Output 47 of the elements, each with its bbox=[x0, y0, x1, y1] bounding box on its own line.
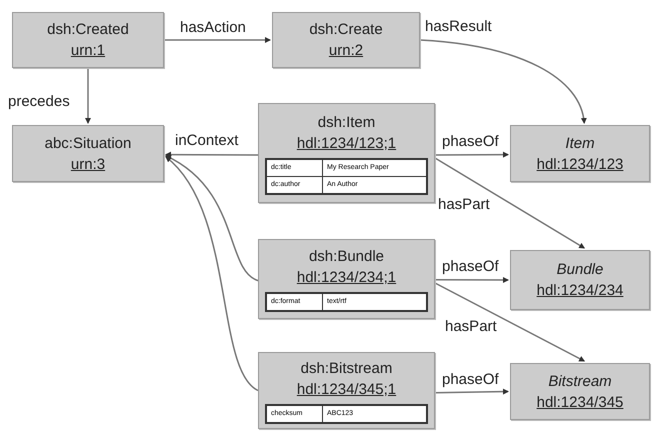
entity-identifier: urn:3 bbox=[70, 154, 106, 174]
entity-box bbox=[510, 125, 650, 182]
entity-type: dsh:Create bbox=[309, 20, 383, 40]
edge-label: hasAction bbox=[180, 19, 246, 37]
entity-box bbox=[12, 125, 164, 182]
edge-label: hasPart bbox=[438, 196, 490, 214]
relation-arrow bbox=[434, 388, 509, 395]
entity-type: Bundle bbox=[556, 260, 604, 280]
edge-label: hasPart bbox=[445, 318, 497, 336]
entity-identifier: hdl:1234/123 bbox=[536, 154, 624, 174]
entity-type: abc:Situation bbox=[44, 134, 132, 154]
relation-arrow bbox=[435, 152, 509, 158]
entity-type: dsh:Bitstream bbox=[300, 358, 392, 378]
entity-type: dsh:Bundle bbox=[308, 247, 384, 267]
entity-identifier: urn:1 bbox=[70, 41, 106, 61]
entity-identifier: hdl:1234/234 bbox=[536, 281, 624, 301]
edge-label: hasResult bbox=[425, 18, 492, 36]
entity-box bbox=[12, 12, 164, 68]
entity-identifier: hdl:1234/123;1 bbox=[296, 134, 396, 154]
entity-box bbox=[258, 103, 435, 203]
entity-type: dsh:Created bbox=[47, 20, 129, 40]
entity-box bbox=[258, 352, 435, 429]
entity-identifier: hdl:1234/345;1 bbox=[296, 380, 396, 400]
relation-arrow bbox=[85, 68, 91, 124]
edge-label: inContext bbox=[175, 132, 238, 150]
entity-box bbox=[510, 363, 650, 420]
entity-box bbox=[258, 239, 435, 319]
relation-arrow bbox=[165, 152, 258, 158]
relation-arrow bbox=[420, 39, 586, 124]
entity-identifier: hdl:1234/234;1 bbox=[296, 268, 396, 288]
edge-label: phaseOf bbox=[442, 133, 499, 151]
relation-arrow bbox=[165, 156, 258, 392]
entity-type: dsh:Item bbox=[318, 112, 376, 132]
edge-label: phaseOf bbox=[442, 258, 499, 276]
entity-box bbox=[272, 12, 420, 68]
relation-arrow bbox=[434, 282, 586, 362]
edge-label: precedes bbox=[8, 93, 70, 111]
entity-identifier: hdl:1234/345 bbox=[536, 392, 624, 412]
edge-label: phaseOf bbox=[442, 371, 499, 389]
relation-arrow bbox=[434, 157, 586, 249]
relation-arrow bbox=[165, 155, 258, 282]
entity-box bbox=[510, 250, 650, 310]
entity-type: Bitstream bbox=[548, 372, 612, 392]
relation-arrow bbox=[164, 37, 271, 43]
entity-type: Item bbox=[565, 134, 595, 154]
relation-arrow bbox=[435, 276, 509, 283]
entity-identifier: urn:2 bbox=[328, 41, 364, 61]
